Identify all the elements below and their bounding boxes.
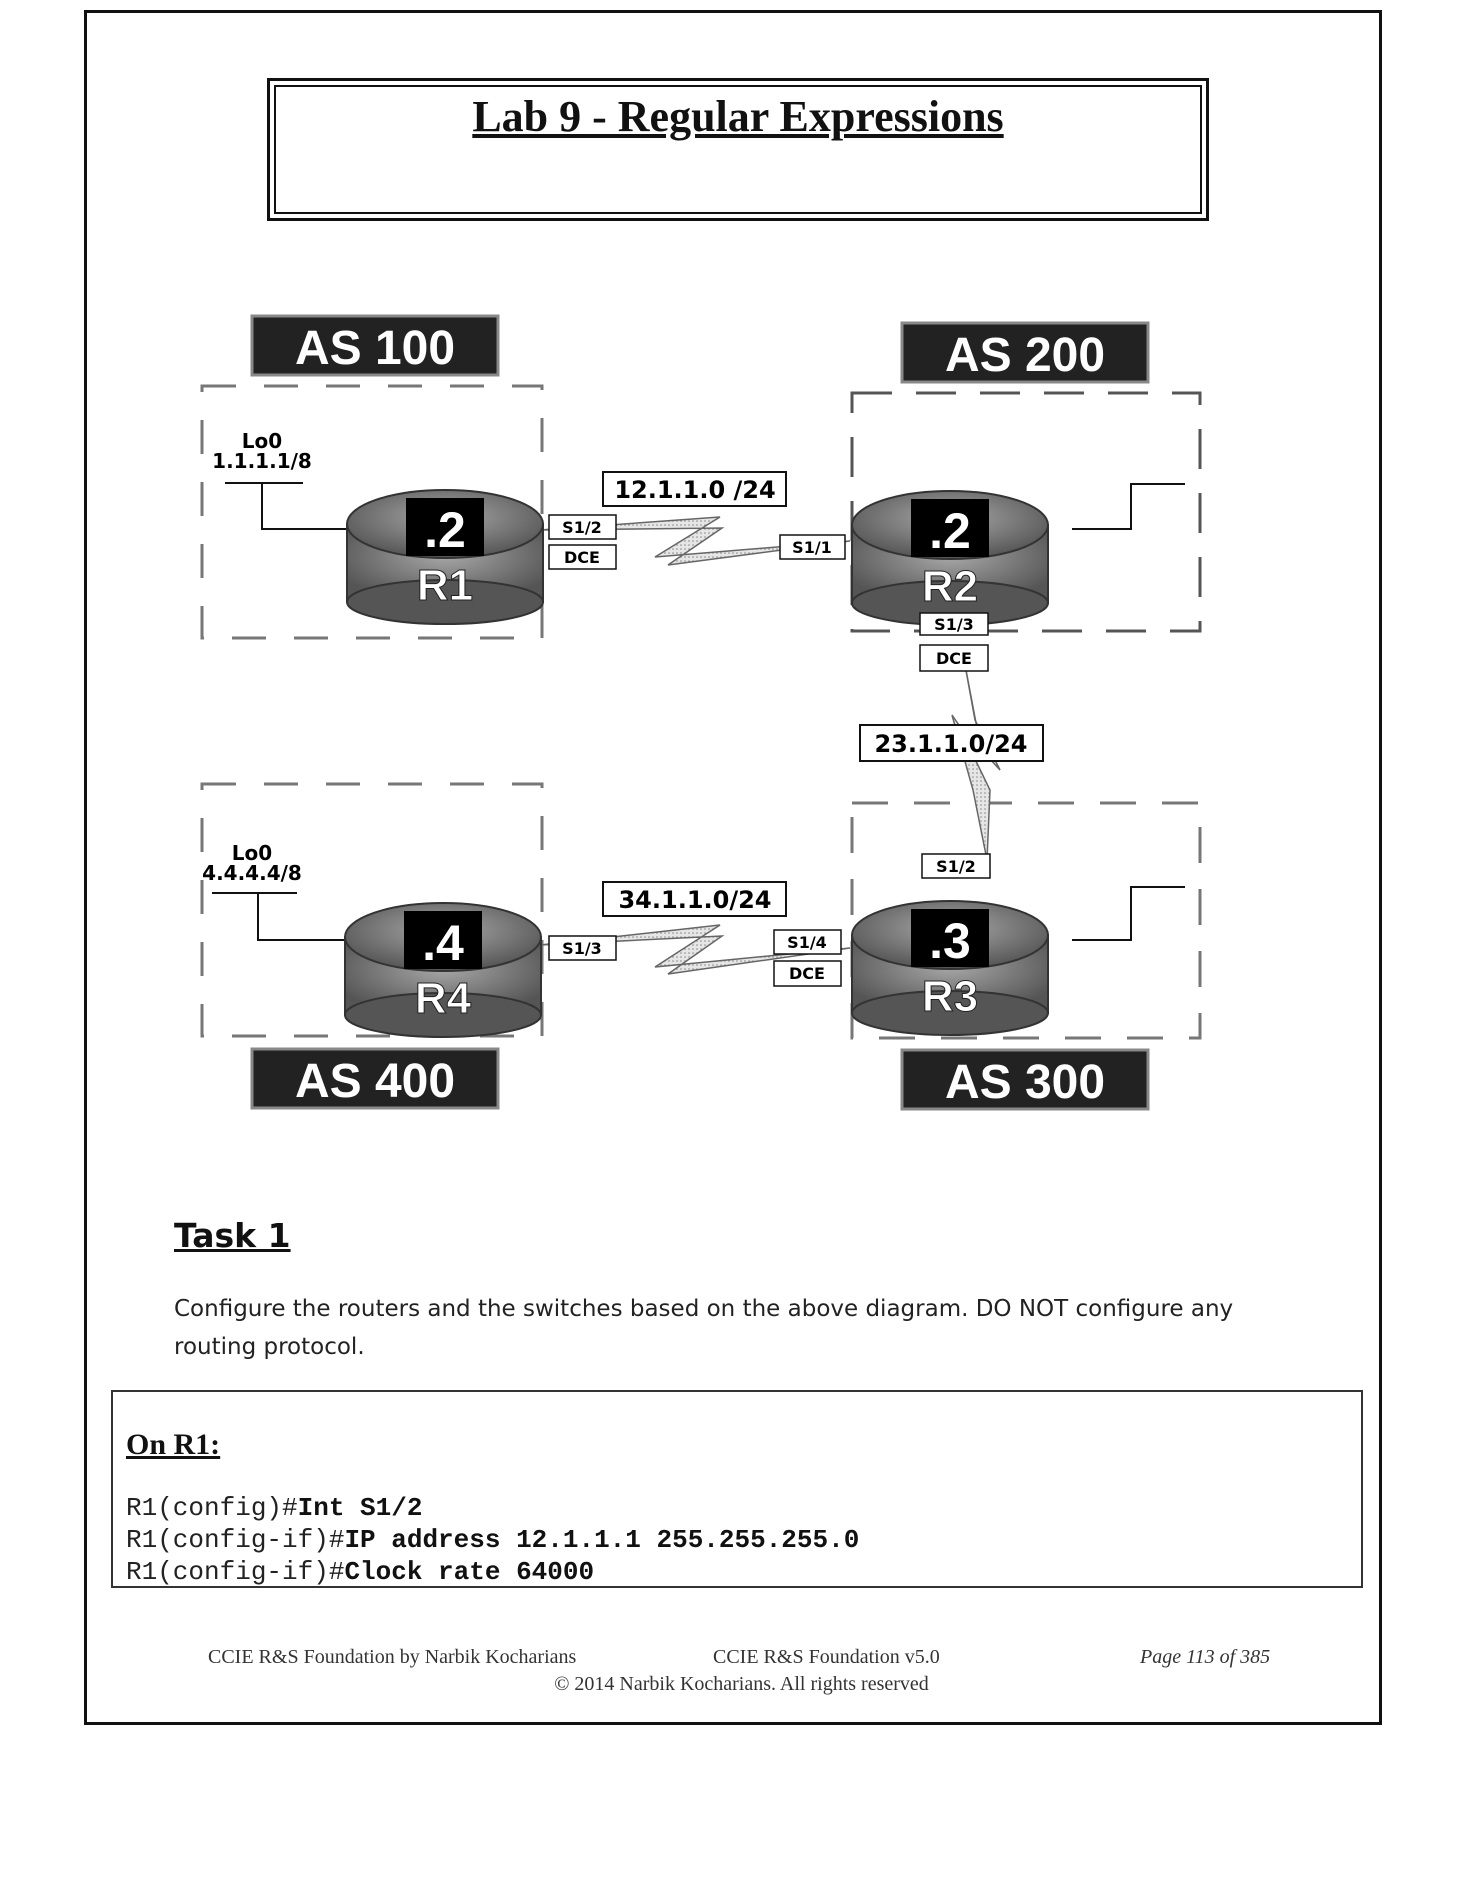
- svg-text:1.1.1.1/8: 1.1.1.1/8: [212, 449, 312, 473]
- as300-boundary: [850, 801, 1202, 1040]
- svg-text:DCE: DCE: [789, 964, 825, 983]
- network-label-23: 23.1.1.0/24: [859, 724, 1044, 762]
- r1-s12-label: S1/2: [548, 514, 617, 540]
- svg-text:R1: R1: [417, 561, 473, 610]
- svg-text:R3: R3: [922, 972, 978, 1021]
- link-r4-r3: [539, 924, 851, 975]
- svg-text:.4: .4: [422, 915, 464, 971]
- r3-s14-label: S1/4: [773, 929, 842, 955]
- svg-text:12.1.1.0 /24: 12.1.1.0 /24: [614, 476, 775, 504]
- r3-dce-label: DCE: [773, 960, 842, 987]
- svg-text:Lo0: Lo0: [232, 841, 272, 865]
- svg-text:S1/1: S1/1: [792, 538, 832, 557]
- router-r2[interactable]: .2 R2: [851, 490, 1049, 626]
- router-r3[interactable]: .3 R3: [851, 900, 1049, 1036]
- svg-text:AS 300: AS 300: [945, 1056, 1105, 1109]
- svg-text:DCE: DCE: [936, 649, 972, 668]
- svg-text:.2: .2: [929, 503, 971, 559]
- router-r4[interactable]: .4 R4: [344, 902, 542, 1038]
- svg-text:S1/3: S1/3: [562, 939, 602, 958]
- r4-loopback: Lo0 4.4.4.4/8: [202, 841, 350, 941]
- as200-label: AS 200: [900, 321, 1150, 384]
- title-box: Lab 9 - Regular Expressions: [267, 78, 1209, 221]
- svg-text:AS 400: AS 400: [295, 1055, 455, 1108]
- r2-stub-line: [1072, 483, 1185, 530]
- footer-copyright: © 2014 Narbik Kocharians. All rights res…: [554, 1673, 929, 1695]
- svg-text:S1/4: S1/4: [787, 933, 827, 952]
- as400-boundary: [200, 782, 544, 1038]
- task-description: Configure the routers and the switches b…: [174, 1296, 1234, 1360]
- svg-text:34.1.1.0/24: 34.1.1.0/24: [618, 886, 771, 914]
- svg-text:23.1.1.0/24: 23.1.1.0/24: [874, 730, 1027, 758]
- r2-dce-label: DCE: [919, 644, 989, 672]
- r3-stub-line: [1072, 886, 1185, 941]
- svg-text:R2: R2: [922, 562, 978, 611]
- link-r1-r2: [539, 516, 851, 566]
- svg-text:S1/2: S1/2: [936, 857, 976, 876]
- r3-s12-label: S1/2: [921, 853, 991, 879]
- footer-author: CCIE R&S Foundation by Narbik Kocharians: [208, 1646, 577, 1668]
- config-line: R1(config-if)#Clock rate 64000: [126, 1557, 595, 1587]
- network-label-12: 12.1.1.0 /24: [602, 471, 787, 507]
- svg-text:4.4.4.4/8: 4.4.4.4/8: [202, 861, 302, 885]
- config-line: R1(config-if)#IP address 12.1.1.1 255.25…: [126, 1525, 860, 1555]
- r2-s13-label: S1/3: [919, 612, 989, 636]
- as200-boundary: [850, 391, 1202, 633]
- r2-s11-label: S1/1: [779, 534, 846, 560]
- svg-text:S1/3: S1/3: [934, 615, 974, 634]
- network-label-34: 34.1.1.0/24: [602, 881, 787, 917]
- footer-version: CCIE R&S Foundation v5.0: [713, 1646, 940, 1668]
- svg-text:AS 200: AS 200: [945, 329, 1105, 382]
- svg-text:R4: R4: [415, 974, 472, 1023]
- as400-label: AS 400: [250, 1047, 500, 1110]
- svg-text:DCE: DCE: [564, 548, 600, 567]
- as100-label: AS 100: [250, 314, 500, 377]
- task-heading: Task 1: [174, 1216, 291, 1255]
- as300-label: AS 300: [900, 1048, 1150, 1111]
- page-frame: [84, 10, 1382, 1725]
- svg-text:.2: .2: [424, 502, 466, 558]
- r1-dce-label: DCE: [548, 544, 617, 570]
- svg-text:AS 100: AS 100: [295, 322, 455, 375]
- router-r1[interactable]: .2 R1: [346, 489, 544, 625]
- svg-text:Lo0: Lo0: [242, 429, 282, 453]
- svg-text:S1/2: S1/2: [562, 518, 602, 537]
- footer-page-number: Page 113 of 385: [1140, 1646, 1271, 1668]
- config-heading: On R1:: [126, 1428, 221, 1461]
- svg-text:.3: .3: [929, 913, 971, 969]
- page-title: Lab 9 - Regular Expressions: [472, 92, 1004, 141]
- config-line: R1(config)#Int S1/2: [126, 1493, 423, 1523]
- as100-boundary: [200, 384, 544, 640]
- r4-s13-label: S1/3: [548, 935, 617, 961]
- r1-loopback: Lo0 1.1.1.1/8: [212, 429, 352, 530]
